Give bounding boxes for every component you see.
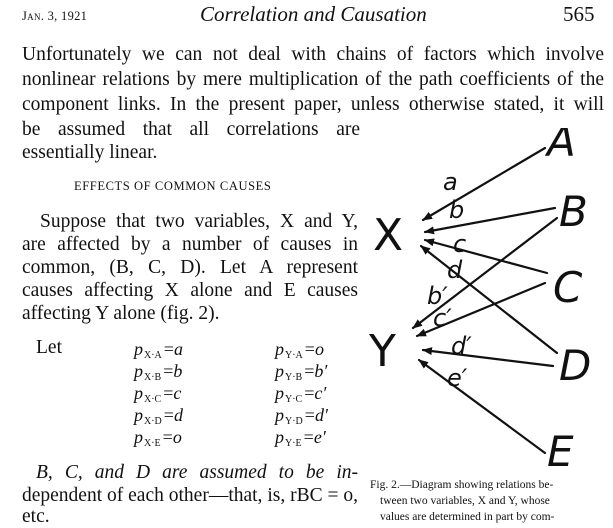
- path-arrow-d-to-y: [421, 347, 555, 368]
- path-label-d-prime: d′: [451, 332, 472, 360]
- path-label-b-prime: b′: [427, 282, 448, 310]
- paragraph-line: B, C, and D are assumed to be in-: [36, 462, 358, 483]
- path-coefficient-x-d: pX·D=d: [134, 405, 183, 427]
- path-coefficient-y-a: pY·A=o: [275, 339, 324, 361]
- path-coefficient-y-e: pY·E=e′: [275, 427, 326, 449]
- paragraph-line: etc.: [22, 506, 50, 527]
- figure-caption-line: tween two variables, X and Y, whose: [380, 495, 550, 507]
- let-label: Let: [36, 337, 62, 358]
- path-label-a: a: [443, 168, 458, 196]
- path-coefficient-y-d: pY·D=d′: [275, 405, 328, 427]
- path-diagram: X Y A B C D E a b c d b′ c′ d′ e′: [368, 128, 591, 473]
- node-x: X: [373, 210, 403, 261]
- figure-caption-line: Fig. 2.—Diagram showing relations be-: [370, 479, 554, 491]
- paragraph-line: are affected by a number of causes in: [22, 234, 358, 255]
- path-arrow-e-to-y: [417, 358, 547, 455]
- page-number: 565: [563, 2, 595, 26]
- path-coefficient-y-b: pY·B=b′: [275, 361, 328, 383]
- paragraph-line: causes affecting X alone and E causes: [22, 280, 358, 301]
- node-c: C: [553, 263, 583, 312]
- path-coefficient-x-e: pX·E=o: [134, 427, 182, 449]
- paragraph-line: essentially linear.: [22, 142, 158, 163]
- paragraph-line: affecting Y alone (fig. 2).: [22, 303, 220, 324]
- node-a: A: [544, 128, 576, 166]
- node-y: Y: [368, 326, 396, 377]
- path-label-c: c: [453, 230, 466, 258]
- path-label-d: d: [447, 256, 463, 284]
- path-arrow-c-to-x: [423, 238, 549, 275]
- path-coefficient-x-a: pX·A=a: [134, 339, 183, 361]
- path-arrow-b-to-y: [411, 216, 559, 330]
- path-arrow-d-to-x: [419, 244, 559, 355]
- path-coefficient-y-c: pY·C=c′: [275, 383, 327, 405]
- section-heading: EFFECTS OF COMMON CAUSES: [74, 179, 272, 193]
- paragraph-line: dependent of each other—that, is, rBC = …: [22, 485, 358, 506]
- path-arrow-b-to-x: [423, 206, 557, 235]
- running-header-date: Jan. 3, 1921: [22, 9, 88, 23]
- paragraph-line: component links. In the present paper, u…: [22, 94, 604, 115]
- path-coefficient-x-c: pX·C=c: [134, 383, 182, 405]
- node-b: B: [559, 187, 588, 236]
- path-coefficient-x-b: pX·B=b: [134, 361, 183, 383]
- running-header-title: Correlation and Causation: [200, 2, 427, 26]
- path-arrow-a-to-x: [421, 146, 547, 222]
- node-d: D: [559, 341, 591, 390]
- paragraph-line: Unfortunately we can not deal with chain…: [22, 44, 604, 65]
- path-label-c-prime: c′: [433, 304, 452, 332]
- paragraph-line: nonlinear relations by mere multiplicati…: [22, 69, 604, 90]
- path-label-e-prime: e′: [447, 364, 468, 392]
- paragraph-line: be assumed that all correlations are: [22, 119, 360, 140]
- node-e: E: [547, 427, 574, 473]
- paragraph-line: Suppose that two variables, X and Y,: [40, 211, 358, 232]
- path-label-b: b: [449, 196, 464, 224]
- figure-caption-line: values are determined in part by com-: [380, 511, 555, 523]
- path-arrow-c-to-y: [415, 281, 547, 338]
- paragraph-line: common, (B, C, D). Let A represent: [22, 257, 358, 278]
